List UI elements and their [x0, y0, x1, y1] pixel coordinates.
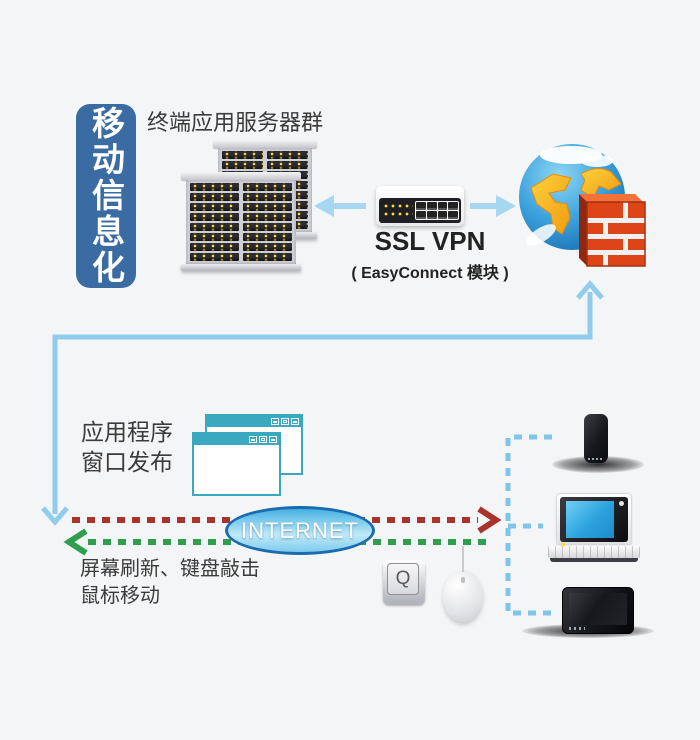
laptop-base-edge: [550, 558, 638, 562]
tablet-screen: [569, 593, 627, 625]
app-publish-line1: 应用程序: [81, 419, 173, 445]
internet-cloud: INTERNET: [225, 506, 375, 555]
ethernet-port-icon: [426, 202, 437, 210]
keycap-letter: Q: [395, 568, 411, 589]
internet-gateway-icon: [515, 140, 655, 280]
mouse-icon: [443, 546, 483, 622]
laptop-camera-icon: [619, 501, 624, 506]
gateway-publish-connector: [41, 280, 604, 526]
app-publish-line2: 窗口发布: [81, 449, 173, 475]
app-publish-label: 应用程序 窗口发布: [81, 417, 173, 477]
easyconnect-subtitle: ( EasyConnect 模块 ): [351, 264, 509, 282]
close-icon: [269, 436, 277, 443]
gateway-label: SSL VPN ( EasyConnect 模块 ): [336, 227, 524, 283]
phone-shadow: [552, 456, 644, 473]
switch-led-grid-icon: [383, 202, 413, 219]
feedback-line2: 鼠标移动: [80, 585, 160, 607]
laptop-led-icon: [561, 543, 565, 546]
arrow-switch-to-servers: [314, 195, 366, 217]
server-rack-cluster-icon: [181, 140, 317, 280]
tablet-buttons-icon: [569, 627, 585, 630]
switch-port-block: [415, 201, 459, 220]
feedback-label: 屏幕刷新、键盘敲击 鼠标移动: [80, 556, 260, 610]
feedback-line1: 屏幕刷新、键盘敲击: [80, 558, 260, 580]
window-titlebar: [207, 416, 301, 427]
window-titlebar: [194, 434, 279, 445]
maximize-icon: [281, 418, 289, 425]
switch-front-panel: [379, 198, 461, 223]
minimize-icon: [271, 418, 279, 425]
ethernet-port-icon: [437, 211, 448, 219]
server-group-label: 终端应用服务器群: [147, 110, 324, 135]
keyboard-key-icon: Q: [383, 560, 425, 604]
vpn-switch-icon: [376, 186, 464, 226]
close-icon: [291, 418, 299, 425]
laptop-screen: [566, 501, 614, 538]
rack-base: [181, 264, 301, 271]
ethernet-port-icon: [448, 202, 458, 210]
firewall-icon: [579, 194, 646, 267]
rack-lid: [213, 140, 317, 148]
arrowhead-up: [576, 280, 604, 300]
minimize-icon: [249, 436, 257, 443]
ethernet-port-icon: [437, 202, 448, 210]
firewall-mortar: [587, 202, 645, 266]
internet-label: INTERNET: [241, 517, 359, 543]
ethernet-port-icon: [426, 211, 437, 219]
ethernet-port-icon: [416, 211, 426, 219]
ethernet-port-icon: [416, 202, 426, 210]
rack-column: [243, 183, 292, 261]
ethernet-port-icon: [448, 211, 458, 219]
arrow-switch-to-globe: [470, 195, 516, 217]
vertical-banner: 移动信息化: [76, 104, 136, 288]
ssl-vpn-title: SSL VPN: [374, 226, 486, 256]
laptop-icon: [548, 494, 640, 564]
app-window-front-icon: [192, 432, 281, 496]
banner-text: 移动信息化: [87, 106, 125, 286]
maximize-icon: [259, 436, 267, 443]
globe-firewall-icon: [519, 144, 646, 267]
server-rack-front-icon: [181, 172, 301, 271]
laptop-keyboard: [548, 546, 640, 558]
smartphone-icon: [584, 414, 608, 463]
tablet-icon: [562, 587, 634, 634]
arrowhead-down: [41, 506, 69, 526]
rack-lid: [181, 172, 301, 180]
keycap-face: Q: [387, 563, 419, 595]
rack-column: [190, 183, 239, 261]
device-dashed-connector: [505, 434, 552, 616]
